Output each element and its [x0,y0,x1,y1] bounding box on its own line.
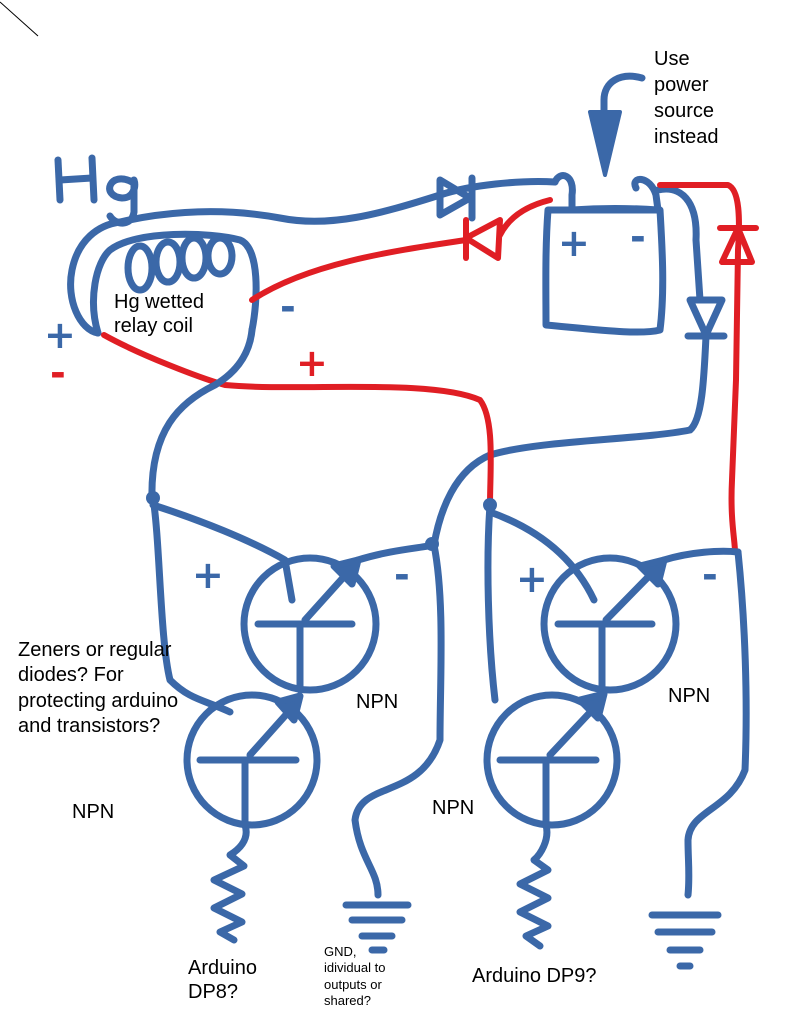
arduino-dp9-label: Arduino DP9? [472,965,597,987]
wire-right-blue [430,332,710,549]
left-transistor-top [240,554,380,694]
wire-red-right [657,182,742,555]
battery-plus-sign: + [558,221,590,265]
wire-right-emitter [660,547,742,564]
red-diode-top [463,217,503,261]
battery [542,172,704,336]
red-diode-right [717,225,759,265]
power-note: Use power source instead [654,48,719,148]
power-arrow [588,72,646,177]
diode-right-blue [684,296,728,340]
battery-minus-sign: - [630,215,646,259]
stray-line [0,1,39,37]
npn-label-4: NPN [432,797,475,819]
coil-minus-right-sign: - [280,285,296,329]
wire-top-blue [436,178,559,199]
wire-left-collector [149,494,234,716]
coil-label: Hg wetted relay coil [114,291,205,337]
wire-left-ground-run [351,541,445,899]
wire-left-top-collector [149,501,296,604]
npn-label-2: NPN [72,801,115,823]
coil-minus-sign: - [50,351,66,395]
npn-label-1: NPN [356,691,399,713]
coil-plus-sign: + [44,313,76,357]
left-transistor-bottom [183,691,321,829]
right-transistor-top [540,554,680,694]
resistor-left [210,821,250,944]
right-transistor-bottom [483,690,621,829]
ground-left [342,901,412,954]
left-pair-plus-sign: + [192,553,224,597]
wire-red-middle [101,332,494,508]
wire-right-top-collector [486,508,598,604]
wire-right-collector [484,501,499,704]
wire-red-top [249,197,553,303]
diode-top-blue [436,174,476,222]
red-plus-sign: + [296,341,328,385]
npn-label-3: NPN [668,685,711,707]
arduino-dp8-label: Arduino DP8? [188,957,257,1003]
hg-symbol [54,154,139,227]
ground-right [648,911,722,970]
wire-right-ground-run [684,548,750,899]
resistor-right [516,821,552,950]
left-pair-minus-sign: - [394,553,410,597]
gnd-note: GND, idividual to outputs or shared? [324,944,386,1008]
right-pair-minus-sign: - [702,553,718,597]
wire-left-blue [148,326,256,504]
relay-coil [67,191,444,337]
question-label: Zeners or regular diodes? For protecting… [18,639,179,738]
right-pair-plus-sign: + [516,557,548,601]
